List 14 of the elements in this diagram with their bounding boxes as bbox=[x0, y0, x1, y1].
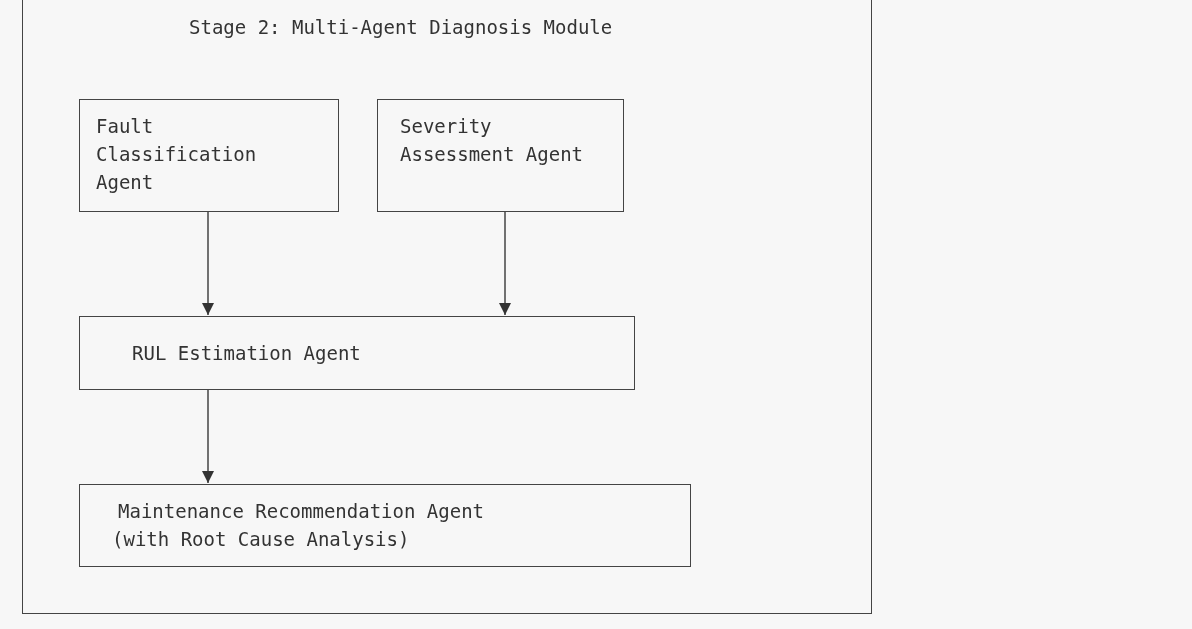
agent-label: Severity Assessment Agent bbox=[400, 114, 585, 167]
arrow bbox=[202, 210, 214, 316]
arrow bbox=[202, 388, 214, 484]
module-container bbox=[22, 0, 872, 614]
agent-box bbox=[79, 316, 635, 390]
agent-label: (with Root Cause Analysis) bbox=[112, 527, 411, 552]
agent-box bbox=[79, 484, 691, 567]
module-title: Stage 2: Multi-Agent Diagnosis Module bbox=[189, 15, 614, 40]
arrow bbox=[499, 210, 511, 316]
agent-label: Maintenance Recommendation Agent bbox=[118, 499, 486, 524]
agent-label: Fault Classification Agent bbox=[96, 114, 258, 195]
agent-label: RUL Estimation Agent bbox=[132, 341, 362, 366]
agent-box bbox=[79, 99, 339, 212]
agent-box bbox=[377, 99, 624, 212]
